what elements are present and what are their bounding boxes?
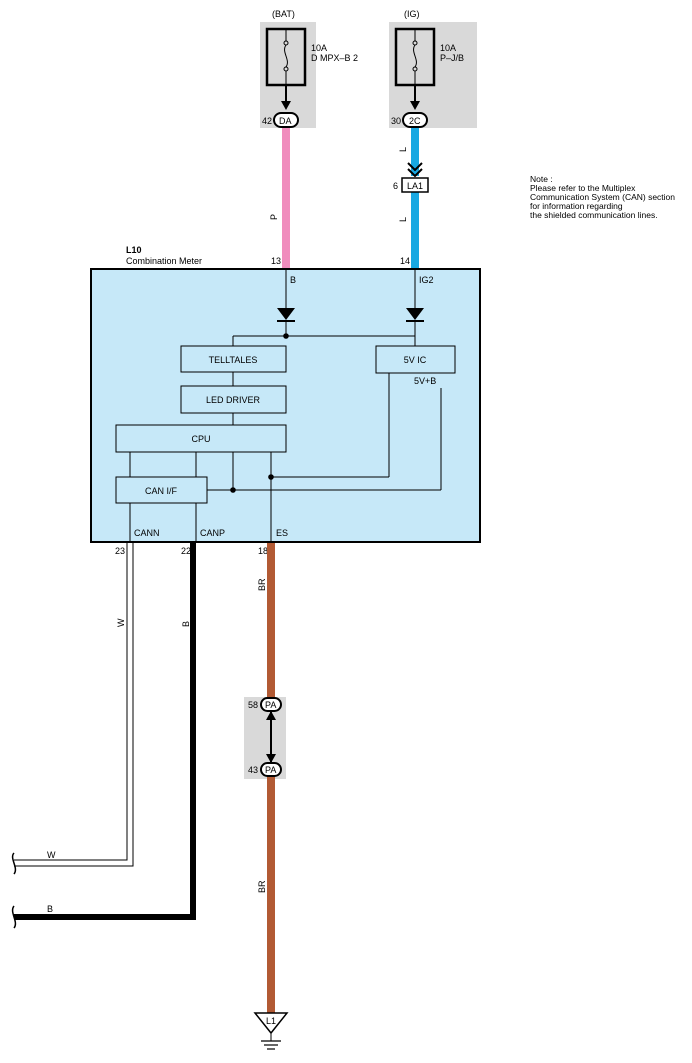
ground-wire-color-upper: BR (257, 578, 267, 591)
telltales-block (180, 345, 287, 373)
bat-fuse-name: D MPX–B 2 (311, 53, 358, 63)
note-line: Note : (530, 174, 553, 184)
ig-connector-code: 2C (409, 116, 421, 126)
meter-signal-ig2: IG2 (419, 275, 434, 285)
pink-wire-color: P (269, 214, 279, 220)
bat-connector-code: DA (279, 116, 292, 126)
note-line: Please refer to the Multiplex (530, 183, 636, 193)
junction-connector (401, 177, 429, 193)
left-wire-b-label: B (47, 904, 53, 914)
ground-wire-color-lower: BR (257, 880, 267, 893)
wire-break-b-icon (11, 905, 17, 929)
can-low-wire-color: W (116, 618, 126, 627)
bat-connector (273, 112, 299, 128)
meter-pin-22: 22 (181, 546, 191, 556)
meter-id: L10 (126, 245, 142, 255)
meter-signal-cann: CANN (134, 528, 160, 538)
meter-name: Combination Meter (126, 256, 202, 266)
junction-dot-can (230, 487, 236, 493)
can-high-wire-color: B (181, 621, 191, 627)
pa-lower-pin: 43 (248, 765, 258, 775)
meter-signal-es: ES (276, 528, 288, 538)
meter-signal-b: B (290, 275, 296, 285)
meter-pin-23: 23 (115, 546, 125, 556)
ig-connector-arrow-icon (410, 101, 420, 110)
pa-upper-pin: 58 (248, 700, 258, 710)
ic-output-label: 5V+B (414, 376, 436, 386)
led-driver-block (180, 385, 287, 414)
blue-wire-color-lower: L (398, 217, 408, 222)
bat-fuse-rating: 10A (311, 43, 327, 53)
note-line: for information regarding (530, 201, 623, 211)
junction-connector-code: LA1 (407, 181, 423, 191)
ig-connector-pin: 30 (391, 116, 401, 126)
can-if-label: CAN I/F (145, 486, 178, 496)
pa-arrow-down-icon (266, 754, 276, 763)
ig-fuse-name: P–J/B (440, 53, 464, 63)
led-driver-label: LED DRIVER (206, 395, 261, 405)
ground-symbol-icon (253, 1012, 289, 1050)
can-low-wire (14, 543, 134, 867)
cpu-label: CPU (191, 434, 210, 444)
ig-connector (402, 112, 428, 128)
pa-lower-connector (260, 762, 282, 777)
ig-fuse-rating: 10A (440, 43, 456, 53)
ground-id: L1 (266, 1016, 276, 1026)
pa-lower-code: PA (265, 765, 276, 775)
meter-internal-wiring (129, 270, 442, 542)
cpu-block (115, 424, 287, 453)
pa-upper-code: PA (265, 700, 276, 710)
bat-source-label: (BAT) (272, 9, 295, 19)
telltales-label: TELLTALES (209, 355, 258, 365)
bat-connector-pin: 42 (262, 116, 272, 126)
meter-pin-14: 14 (400, 256, 410, 266)
wire-break-w-icon (11, 852, 17, 875)
meter-pin-13: 13 (271, 256, 281, 266)
junction-dot-ground (268, 474, 274, 480)
can-if-block (115, 476, 208, 504)
ig-source-label: (IG) (404, 9, 420, 19)
diode-ig2-icon (406, 308, 424, 322)
bat-fuse-area (260, 22, 316, 128)
note-text: Note : Please refer to the Multiplex Com… (530, 175, 690, 220)
ic-block (375, 345, 456, 374)
note-line: the shielded communication lines. (530, 210, 658, 220)
ic-label: 5V IC (404, 355, 427, 365)
can-high-wire (14, 543, 196, 920)
note-line: Communication System (CAN) section (530, 192, 676, 202)
blue-wire-color-upper: L (398, 147, 408, 152)
meter-pin-18: 18 (258, 546, 268, 556)
bat-connector-arrow-icon (281, 101, 291, 110)
meter-signal-canp: CANP (200, 528, 225, 538)
junction-pin: 6 (393, 181, 398, 191)
diode-b-icon (277, 308, 295, 322)
pa-arrow-up-icon (266, 711, 276, 720)
junction-chevron-icon (407, 162, 423, 178)
junction-dot-top (283, 333, 289, 339)
left-wire-w-label: W (47, 850, 56, 860)
